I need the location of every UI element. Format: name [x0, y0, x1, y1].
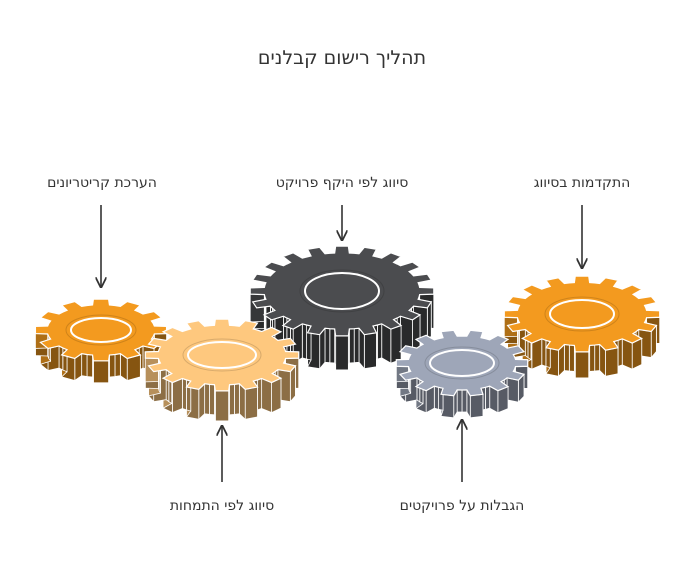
gear-side-face [617, 338, 623, 367]
gear-criteria [34, 298, 168, 384]
label-specialization: סיווג לפי התמחות [170, 498, 274, 514]
gear-side-face [204, 383, 210, 415]
gear-side-face [469, 393, 484, 419]
gear-hub-ring [424, 346, 500, 380]
gear-side-face [234, 383, 240, 415]
gear-side-face [335, 335, 349, 371]
gear-side-face [271, 377, 282, 414]
gear-side-face [109, 354, 116, 378]
gear-side-face [363, 332, 377, 370]
gear-side-face [58, 345, 64, 371]
gear-side-face [257, 377, 263, 411]
gear-side-face [574, 351, 590, 379]
gear-side-face [244, 386, 258, 420]
gear-hole [70, 317, 132, 343]
gear-project-limits [395, 329, 529, 420]
gear-side-face [209, 383, 215, 416]
gear-side-face [214, 390, 230, 422]
gear-project-scope [249, 245, 435, 371]
gear-side-face [433, 385, 439, 410]
gear-side-face [589, 344, 596, 372]
gear-side-face [605, 347, 619, 377]
gear-side-face [506, 377, 519, 403]
gear-side-face [86, 354, 93, 378]
gear-side-face [456, 389, 463, 413]
gear-side-face [531, 338, 543, 370]
gear-side-face [229, 383, 235, 416]
gear-hole [304, 272, 380, 310]
gear-side-face [81, 353, 88, 377]
diagram-title: תהליך רישום קבלנים [258, 47, 426, 69]
gear-side-face [381, 323, 392, 364]
gear-side-face [621, 338, 633, 370]
gear-side-face [568, 344, 575, 372]
label-criteria: הערכת קריטריונים [47, 175, 157, 191]
gear-side-face [461, 389, 468, 413]
label-classification-progress: התקדמות בסיווג [534, 175, 631, 191]
label-project-limits: הגבלות על פרויקטים [400, 498, 525, 514]
gear-side-face [594, 344, 601, 372]
gear-specialization [144, 318, 300, 422]
gear-hub-ring [182, 338, 262, 372]
gear-classification-progress [503, 275, 661, 379]
gear-side-face [390, 324, 402, 364]
gear-side-face [181, 377, 187, 411]
gear-side-face [353, 327, 360, 364]
gear-hub-ring [65, 314, 137, 346]
gear-hub-ring [299, 269, 385, 313]
gear-side-face [172, 377, 183, 414]
gear-side-face [261, 377, 272, 414]
gear-side-face [324, 327, 331, 364]
gear-side-face [485, 385, 491, 410]
gear-side-face [126, 354, 141, 381]
gear-side-face [114, 353, 121, 377]
gear-side-face [348, 328, 355, 364]
gear-hub-ring [544, 296, 620, 332]
gear-hole [549, 299, 615, 329]
gear-side-face [541, 338, 547, 367]
gear-side-face [416, 377, 421, 403]
label-project-scope: סיווג לפי היקף פרויקט [276, 175, 409, 191]
gear-side-face [377, 323, 383, 360]
gear-side-face [329, 328, 336, 364]
gear-side-face [563, 344, 570, 372]
gear-side-face [301, 323, 307, 360]
gear-side-face [93, 360, 109, 384]
gear-hole [187, 341, 257, 369]
gear-hole [429, 349, 495, 377]
